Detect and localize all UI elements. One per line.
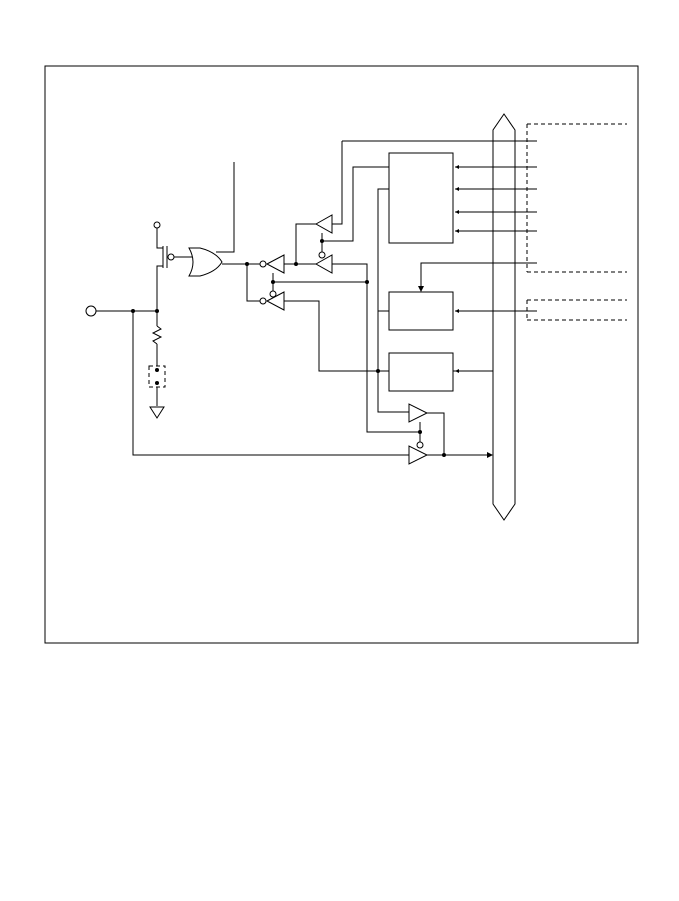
pin-terminal	[85, 305, 97, 317]
feedback-buffer-lower	[314, 166, 420, 433]
external-connections-top	[526, 123, 627, 273]
enable-net	[271, 273, 369, 291]
read-buffer-lower	[132, 311, 493, 465]
inverting-buffer-upper	[259, 254, 316, 274]
control-register-block	[388, 152, 454, 244]
pull-up-resistor	[151, 311, 163, 366]
internal-bus	[492, 113, 516, 521]
data-register-block	[388, 352, 454, 392]
direction-register-block	[388, 291, 454, 331]
read-buffer-upper	[408, 403, 445, 455]
ground-symbol	[149, 406, 165, 419]
direction-input	[418, 262, 537, 313]
control-outputs	[377, 188, 409, 413]
control-inputs	[342, 140, 537, 233]
diagram-frame	[44, 65, 639, 644]
external-connections-bottom	[526, 299, 627, 321]
or-gate	[188, 247, 223, 277]
pull-up-transistor	[153, 221, 192, 311]
optional-jumper	[148, 365, 166, 406]
feedback-buffer-upper	[295, 141, 343, 264]
